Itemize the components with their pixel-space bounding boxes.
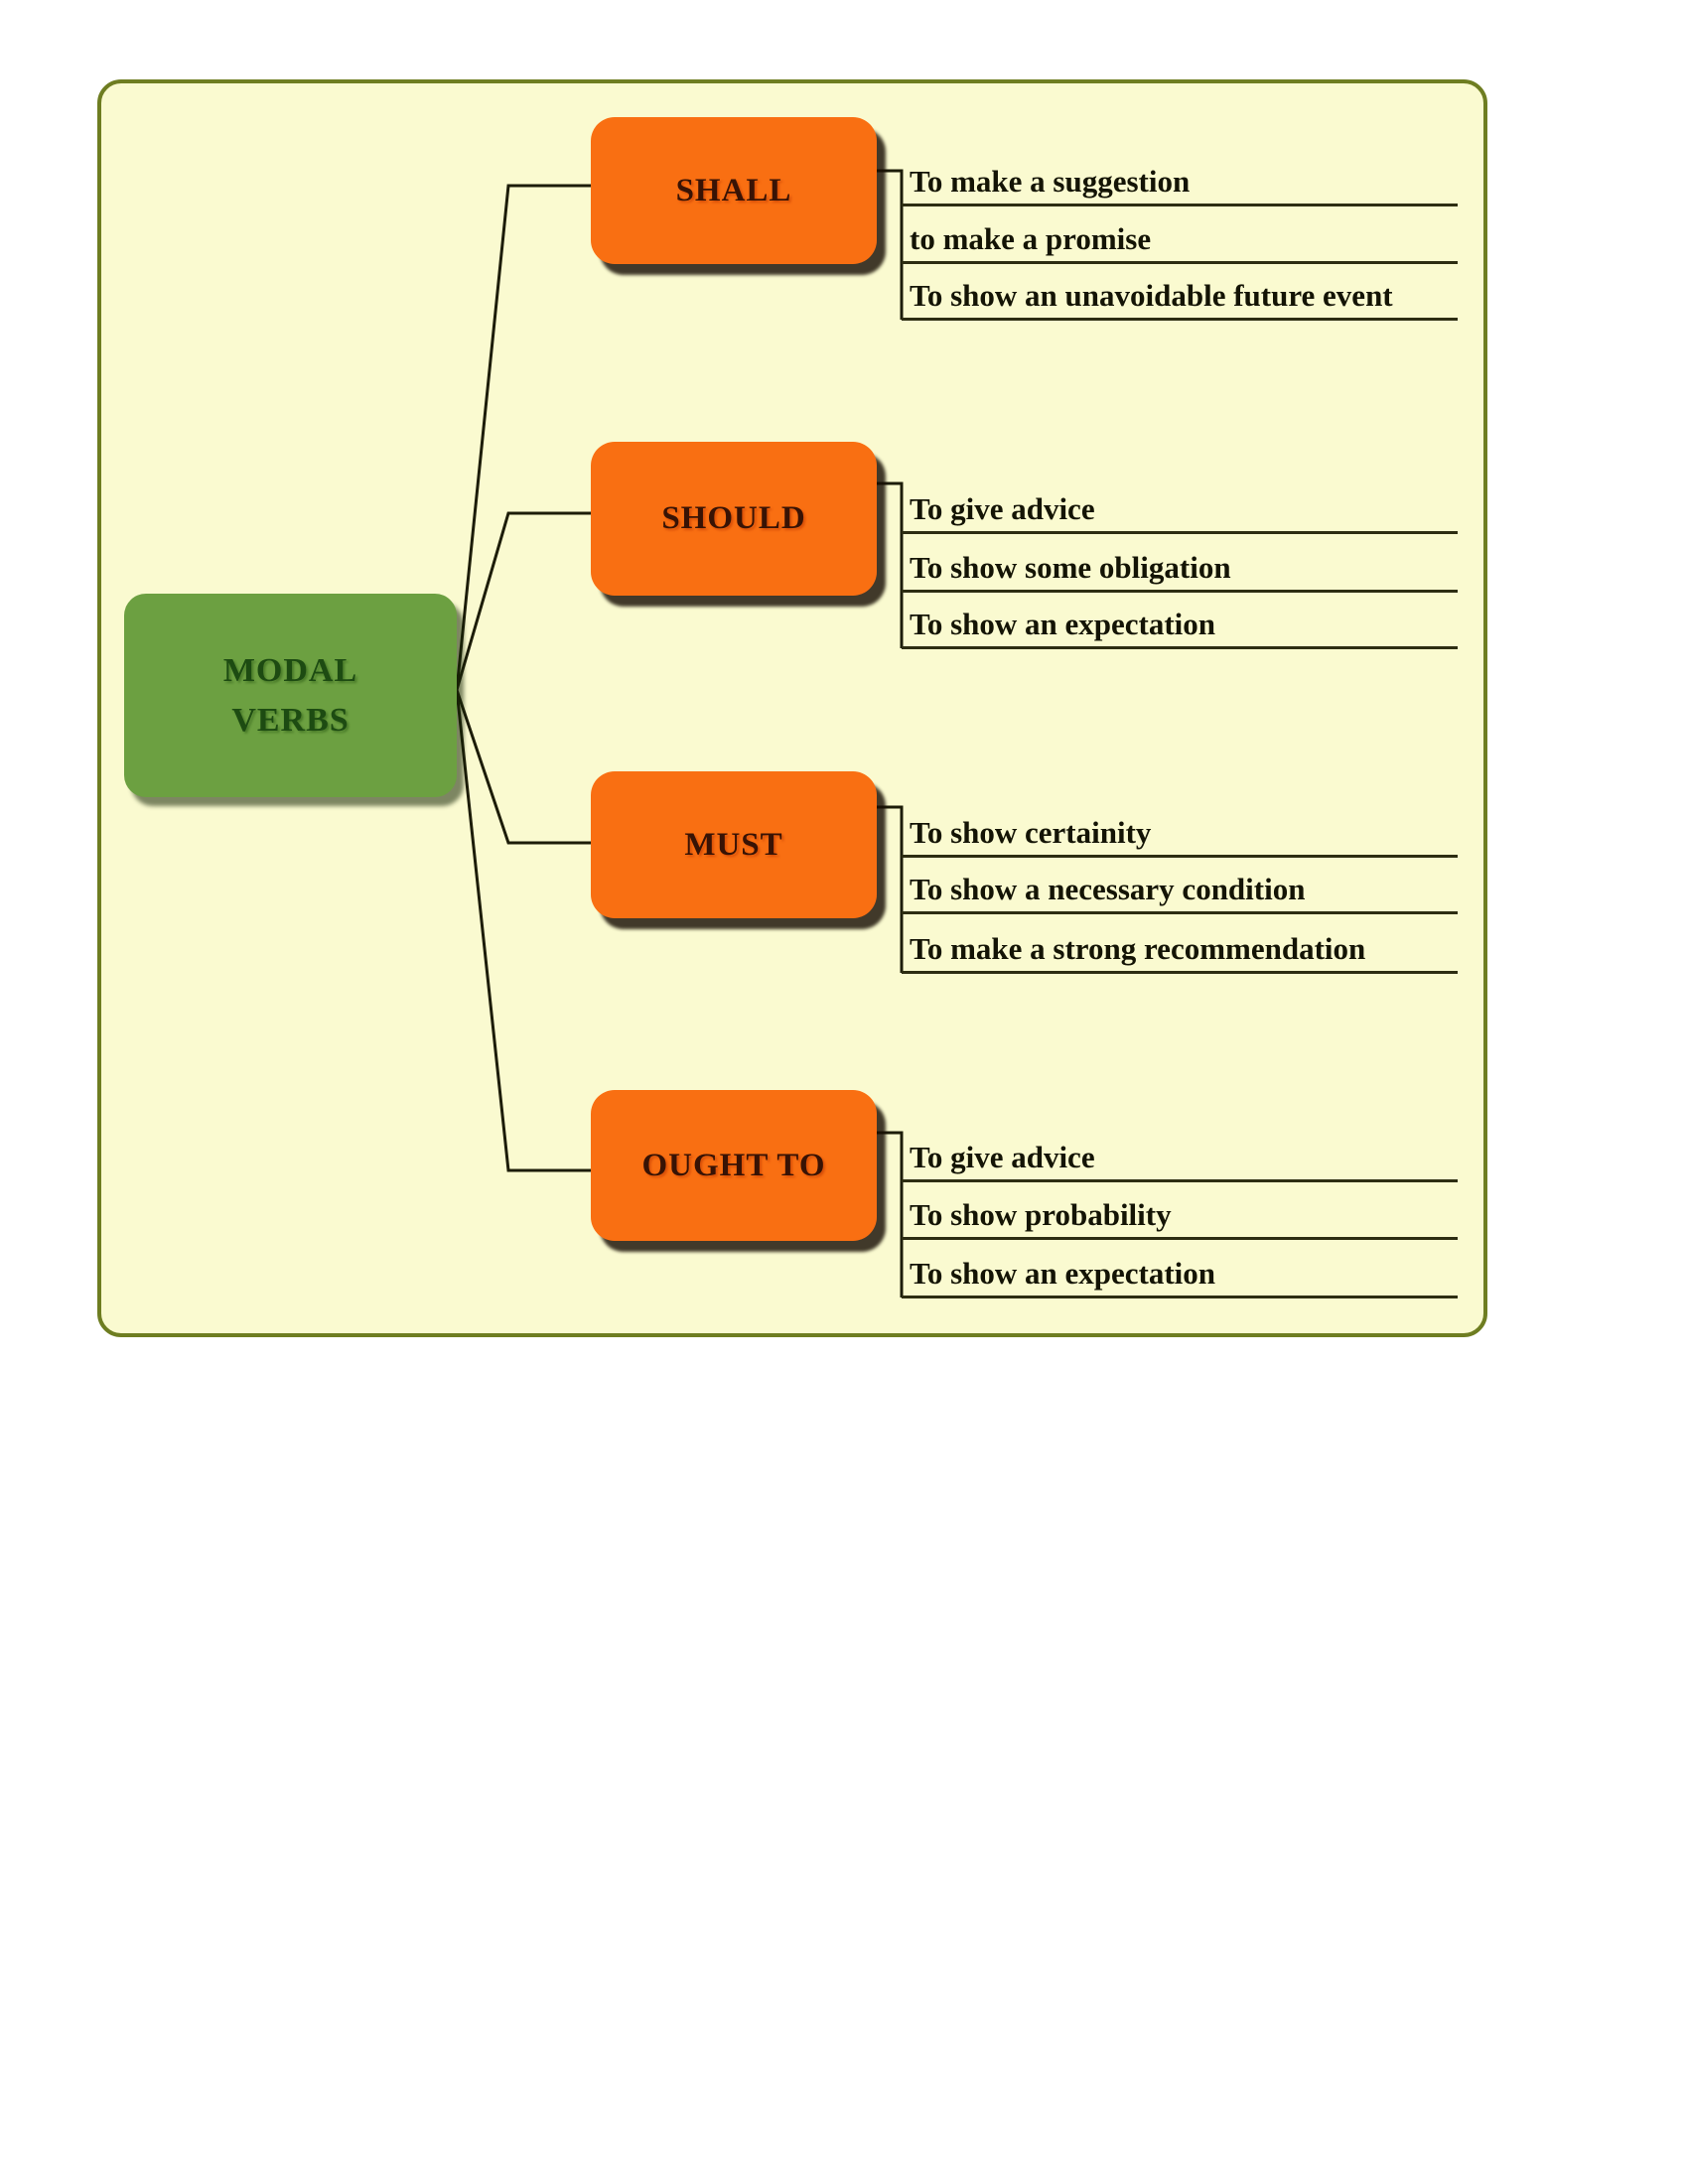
use-row-shall-2: to make a promise	[902, 214, 1458, 264]
use-text: To make a strong recommendation	[910, 931, 1366, 966]
node-ought-to: OUGHT TO	[591, 1090, 877, 1241]
use-text: To show probability	[910, 1197, 1172, 1232]
use-row-should-3: To show an expectation	[902, 600, 1458, 649]
use-text: To give advice	[910, 491, 1095, 526]
use-row-should-1: To give advice	[902, 484, 1458, 534]
use-row-ought-2: To show probability	[902, 1190, 1458, 1240]
node-should-label: SHOULD	[661, 500, 806, 536]
root-node-label: MODAL VERBS	[222, 652, 358, 739]
use-text: To give advice	[910, 1140, 1095, 1174]
use-text: To show an expectation	[910, 1256, 1216, 1291]
use-row-must-3: To make a strong recommendation	[902, 924, 1458, 974]
use-text: To show a necessary condition	[910, 872, 1306, 906]
use-row-must-2: To show a necessary condition	[902, 865, 1458, 914]
use-text: to make a promise	[910, 221, 1152, 256]
use-row-must-1: To show certainity	[902, 808, 1458, 858]
node-ought-to-label: OUGHT TO	[641, 1147, 826, 1183]
use-text: To show certainity	[910, 815, 1152, 850]
use-row-shall-1: To make a suggestion	[902, 157, 1458, 206]
node-shall: SHALL	[591, 117, 877, 264]
node-must: MUST	[591, 771, 877, 918]
use-text: To show an expectation	[910, 607, 1216, 641]
use-text: To show an unavoidable future event	[910, 278, 1393, 313]
use-row-ought-1: To give advice	[902, 1133, 1458, 1182]
root-node-modal-verbs: MODAL VERBS	[124, 594, 457, 797]
use-row-shall-3: To show an unavoidable future event	[902, 271, 1458, 321]
node-shall-label: SHALL	[675, 172, 792, 208]
use-text: To make a suggestion	[910, 164, 1191, 199]
use-text: To show some obligation	[910, 550, 1231, 585]
use-row-should-2: To show some obligation	[902, 543, 1458, 593]
node-should: SHOULD	[591, 442, 877, 596]
use-row-ought-3: To show an expectation	[902, 1249, 1458, 1298]
node-must-label: MUST	[684, 826, 783, 863]
